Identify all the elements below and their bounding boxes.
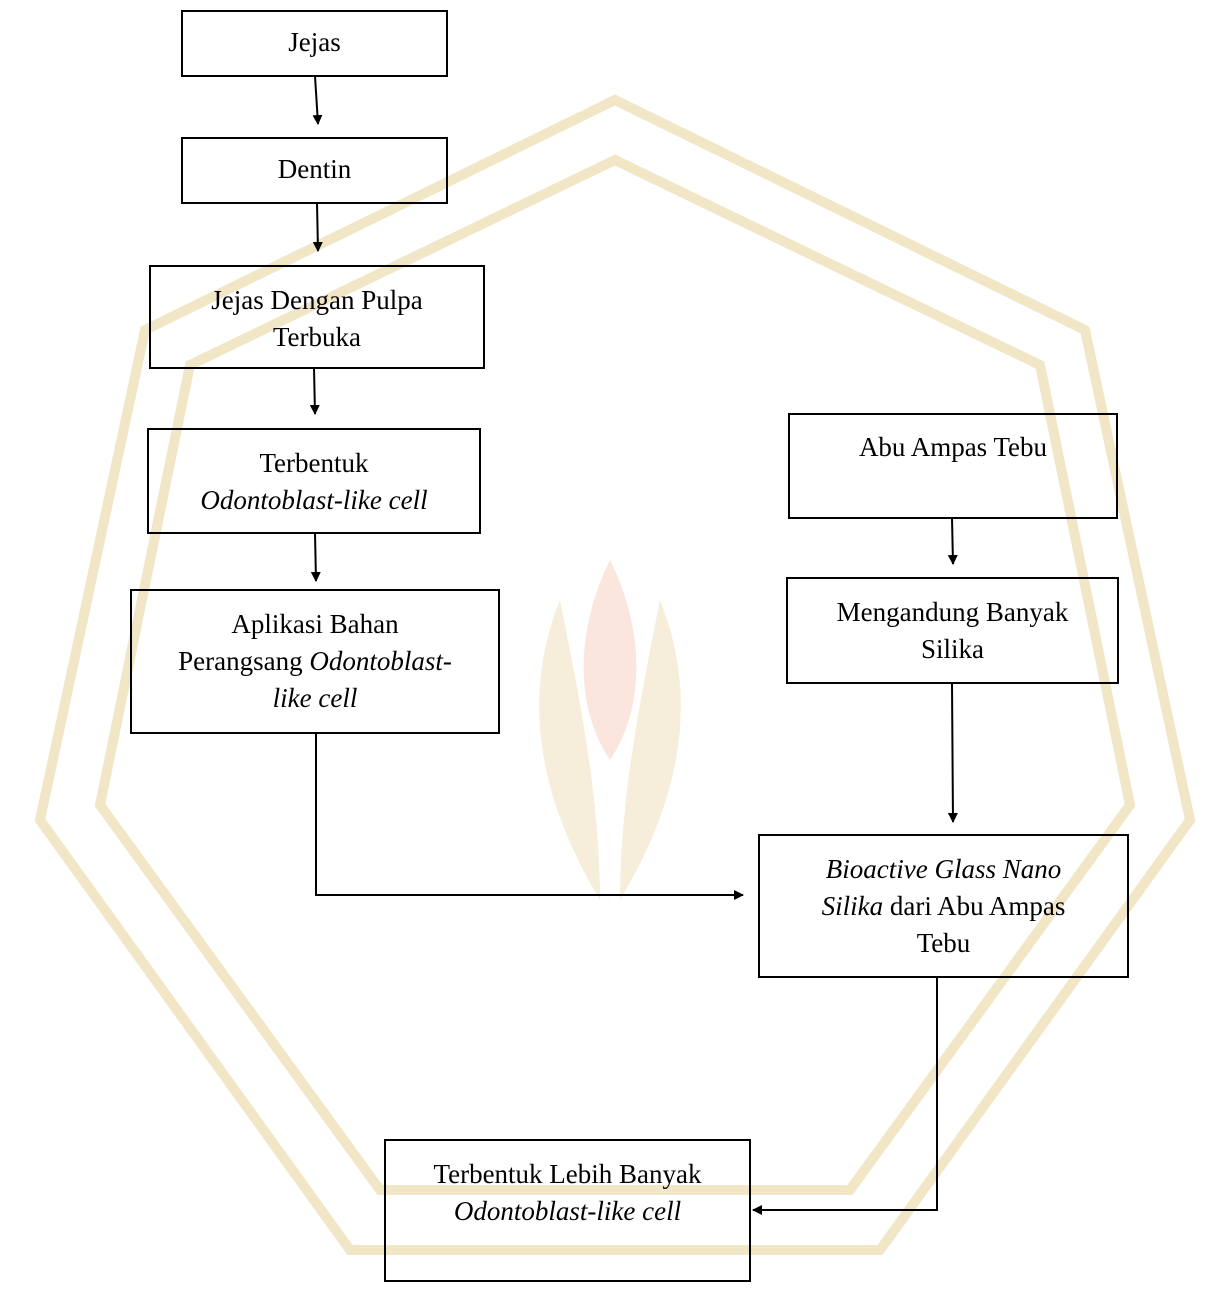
node-mengandung-silika: Mengandung Banyak Silika bbox=[786, 577, 1119, 684]
node-abu-ampas-tebu: Abu Ampas Tebu bbox=[788, 413, 1118, 519]
node-terbentuk-lebih-banyak: Terbentuk Lebih Banyak Odontoblast-like … bbox=[384, 1139, 751, 1282]
arrow-terbentuk-to-aplikasi bbox=[310, 532, 321, 582]
node-terbentuk-line1: Terbentuk bbox=[259, 448, 369, 478]
arrow-silika-to-bioactive bbox=[947, 683, 958, 823]
node-bioactive-line1: Bioactive Glass Nano bbox=[825, 854, 1062, 884]
node-aplikasi-line3: like cell bbox=[272, 683, 358, 713]
arrow-bioactive-to-lebih bbox=[752, 977, 938, 1215]
watermark-leaf-right bbox=[620, 600, 681, 900]
node-aplikasi-line2-plain: Perangsang bbox=[178, 646, 310, 676]
arrow-jejas-to-dentin bbox=[312, 75, 323, 125]
node-pulpa-line2: Terbuka bbox=[272, 322, 362, 352]
node-bioactive-line2-italic: Silika bbox=[821, 891, 884, 921]
node-aplikasi-bahan: Aplikasi Bahan Perangsang Odontoblast- l… bbox=[130, 589, 500, 734]
node-jejas-pulpa-terbuka: Jejas Dengan Pulpa Terbuka bbox=[149, 265, 485, 369]
arrow-aplikasi-to-bioactive bbox=[315, 733, 744, 900]
node-aplikasi-line2-italic: Odontoblast- bbox=[309, 646, 452, 676]
node-dentin: Dentin bbox=[181, 137, 448, 204]
node-bioactive-line2-plain: dari Abu Ampas bbox=[883, 891, 1066, 921]
arrow-abu-to-silika bbox=[947, 517, 958, 565]
node-terbentuk-line2: Odontoblast-like cell bbox=[200, 485, 428, 515]
node-jejas: Jejas bbox=[181, 10, 448, 77]
node-dentin-label: Dentin bbox=[277, 154, 352, 184]
arrow-pulpa-to-terbentuk bbox=[309, 367, 320, 415]
node-jejas-label: Jejas bbox=[288, 27, 341, 57]
node-silika-line1: Mengandung Banyak bbox=[836, 597, 1069, 627]
watermark-leaf-left bbox=[539, 600, 600, 900]
node-lebih-line1: Terbentuk Lebih Banyak bbox=[433, 1159, 702, 1189]
node-aplikasi-line1: Aplikasi Bahan bbox=[231, 609, 399, 639]
watermark-flame bbox=[583, 560, 637, 760]
arrow-dentin-to-pulpa bbox=[312, 202, 323, 252]
node-silika-line2: Silika bbox=[920, 634, 984, 664]
node-terbentuk-odontoblast: Terbentuk Odontoblast-like cell bbox=[147, 428, 481, 534]
node-abu-label: Abu Ampas Tebu bbox=[858, 432, 1048, 462]
node-pulpa-line1: Jejas Dengan Pulpa bbox=[211, 285, 423, 315]
node-bioactive-glass: Bioactive Glass Nano Silika dari Abu Amp… bbox=[758, 834, 1129, 978]
node-lebih-line2: Odontoblast-like cell bbox=[453, 1196, 682, 1226]
node-bioactive-line3: Tebu bbox=[916, 928, 971, 958]
